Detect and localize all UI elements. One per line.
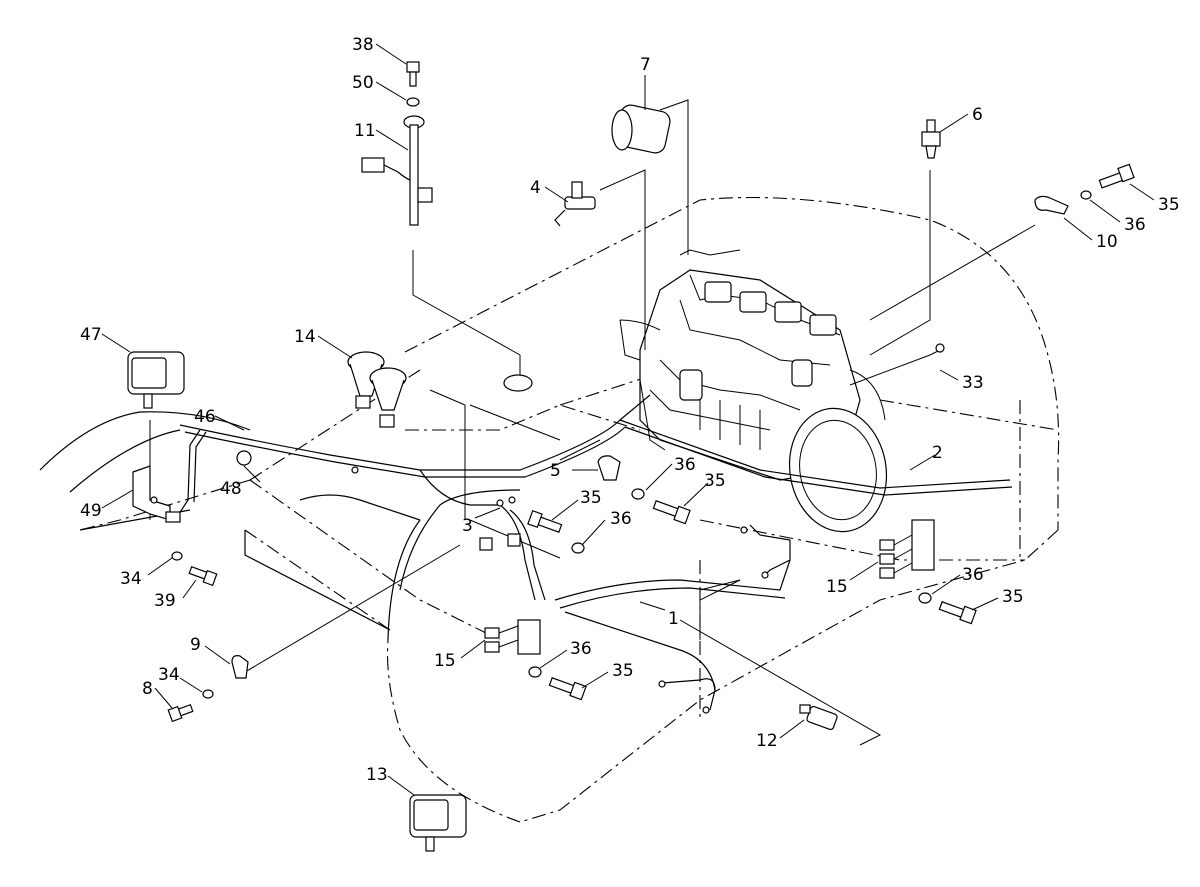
callout-46: 46	[194, 407, 216, 427]
callout-12: 12	[756, 731, 778, 751]
part-7-relay	[611, 104, 671, 154]
callout-10: 10	[1096, 232, 1118, 252]
callout-8: 8	[142, 679, 153, 699]
part-36-washer-d	[528, 666, 542, 678]
callout-1: 1	[668, 609, 679, 629]
part-3-connector	[479, 537, 493, 551]
callout-48: 48	[220, 479, 242, 499]
chassis-outline	[39, 196, 1060, 823]
part-49-bracket	[132, 465, 181, 523]
part-35-bolt-c	[938, 601, 977, 625]
callout-4: 4	[530, 178, 541, 198]
callout-7: 7	[640, 55, 651, 75]
callout-14: 14	[294, 327, 316, 347]
callout-35: 35	[1158, 195, 1180, 215]
part-15-fuse-holders-right	[879, 519, 935, 579]
callout-6: 6	[972, 105, 983, 125]
part-14-horns	[347, 351, 407, 428]
callout-35-b: 35	[704, 471, 726, 491]
callout-9: 9	[190, 635, 201, 655]
part-36-washer-a	[631, 488, 645, 500]
part-9-clamp	[231, 655, 249, 679]
callout-11: 11	[354, 121, 376, 141]
part-35-bolt-b	[527, 509, 563, 533]
part-50-washer	[406, 97, 420, 107]
callout-15-a: 15	[826, 577, 848, 597]
part-6-sensor	[921, 119, 941, 159]
callout-36-b: 36	[610, 509, 632, 529]
callout-34-a: 34	[120, 569, 142, 589]
part-15-fuse-holders-left	[484, 619, 541, 655]
part-11-sensor-rod	[361, 115, 433, 226]
callout-15-b: 15	[434, 651, 456, 671]
part-35-bolt-d	[548, 677, 587, 701]
part-3-connector-b	[507, 533, 521, 547]
part-35-bolt-upper	[1098, 163, 1135, 189]
callout-5: 5	[550, 461, 561, 481]
callout-35-a: 35	[580, 488, 602, 508]
part-36-washer-upper	[1080, 190, 1092, 200]
callout-labels: 38 50 11 7 4 6 35 36 10 14 47 33 46 2 5 …	[80, 35, 1180, 785]
callout-49: 49	[80, 501, 102, 521]
part-12-switch	[799, 704, 838, 731]
part-13-work-lamp	[409, 794, 467, 852]
callout-36: 36	[1124, 215, 1146, 235]
part-34-washer-b	[202, 689, 214, 699]
part-4-valve	[554, 181, 596, 227]
part-8-bolt	[167, 703, 194, 723]
callout-36-a: 36	[674, 455, 696, 475]
callout-33: 33	[962, 373, 984, 393]
callout-36-c: 36	[962, 565, 984, 585]
wiring-harness	[174, 394, 1013, 714]
callout-38: 38	[352, 35, 374, 55]
callout-3: 3	[462, 516, 473, 536]
callout-13: 13	[366, 765, 388, 785]
part-39-bolt	[188, 565, 218, 587]
callout-35-c: 35	[1002, 587, 1024, 607]
part-38-bolt	[406, 61, 420, 87]
part-10-clip	[1034, 195, 1069, 215]
part-34-washer-a	[171, 551, 183, 561]
assembly-guide-lines	[149, 99, 1036, 746]
components	[127, 61, 1135, 852]
callout-2: 2	[932, 443, 943, 463]
part-36-washer-c	[918, 592, 932, 604]
part-47-work-lamp	[127, 351, 185, 409]
callout-35-d: 35	[612, 661, 634, 681]
part-5-clamp	[597, 455, 621, 481]
callout-34-b: 34	[158, 665, 180, 685]
callout-36-d: 36	[570, 639, 592, 659]
part-35-bolt-a	[652, 500, 691, 525]
leader-lines	[101, 43, 1155, 796]
callout-50: 50	[352, 73, 374, 93]
callout-39: 39	[154, 591, 176, 611]
engine-block	[619, 249, 945, 533]
part-36-washer-b	[571, 542, 585, 554]
callout-47: 47	[80, 325, 102, 345]
